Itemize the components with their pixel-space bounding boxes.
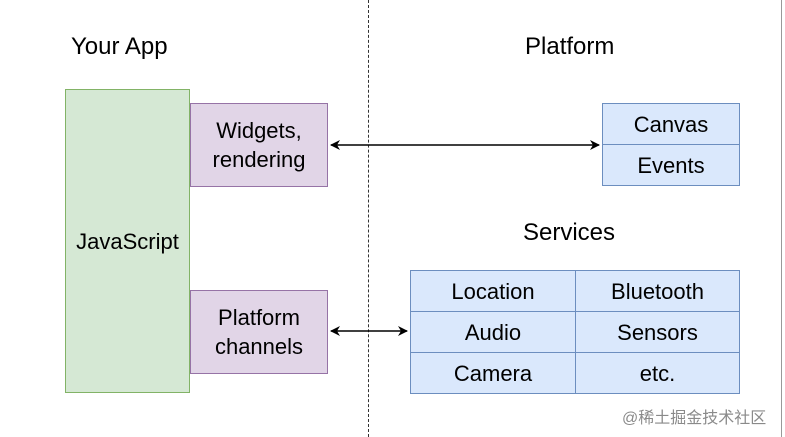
events-label: Events: [637, 152, 705, 178]
canvas-box: Canvas: [602, 103, 740, 145]
services-title: Services: [523, 219, 616, 246]
section-divider: [368, 0, 369, 437]
service-etc: etc.: [575, 352, 740, 394]
service-etc-label: etc.: [639, 360, 676, 386]
platform-channels-box: Platform channels: [190, 290, 328, 374]
javascript-label: JavaScript: [76, 228, 179, 254]
events-box: Events: [602, 144, 740, 186]
service-camera-label: Camera: [453, 360, 533, 386]
service-sensors-label: Sensors: [617, 319, 698, 345]
platform-channels-label: Platform channels: [214, 305, 304, 359]
right-border: [781, 0, 782, 437]
widgets-rendering-label: Widgets, rendering: [212, 118, 306, 172]
platform-title: Platform: [525, 33, 615, 60]
your-app-title: Your App: [71, 33, 168, 60]
service-audio: Audio: [410, 311, 576, 353]
service-camera: Camera: [410, 352, 576, 394]
watermark: @稀土掘金技术社区: [622, 410, 767, 427]
service-sensors: Sensors: [575, 311, 740, 353]
canvas-label: Canvas: [633, 111, 709, 137]
javascript-box: JavaScript: [65, 89, 190, 393]
service-bluetooth-label: Bluetooth: [611, 278, 704, 304]
service-audio-label: Audio: [464, 319, 522, 345]
widgets-rendering-box: Widgets, rendering: [190, 103, 328, 187]
service-location-label: Location: [451, 278, 535, 304]
service-bluetooth: Bluetooth: [575, 270, 740, 312]
